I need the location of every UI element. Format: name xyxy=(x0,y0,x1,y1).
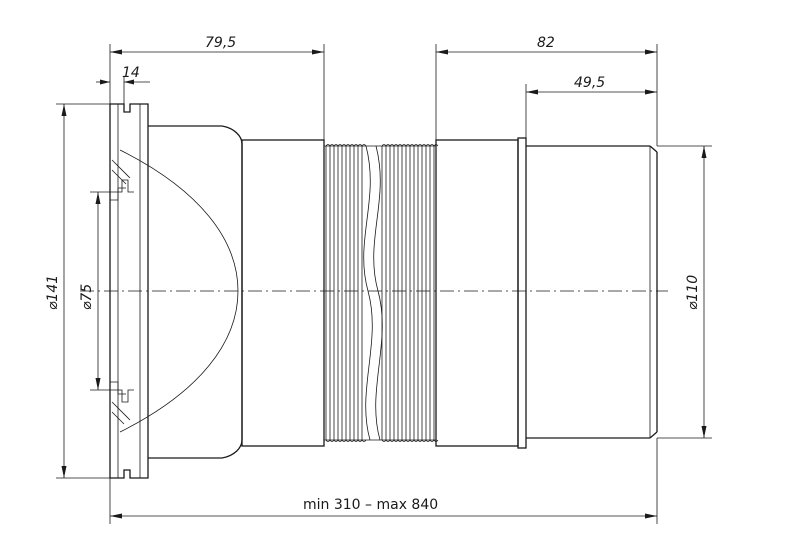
spigot xyxy=(526,145,658,439)
dim-141: ⌀141 xyxy=(45,103,110,479)
dim-14: 14 xyxy=(96,65,150,104)
dim-141-label: ⌀141 xyxy=(45,275,61,310)
dim-49-5: 49,5 xyxy=(525,75,657,138)
collar-ring xyxy=(517,137,527,449)
inner-dome xyxy=(119,149,239,433)
right-sleeve xyxy=(435,139,519,447)
elbow-body xyxy=(148,125,243,459)
dim-110: ⌀110 xyxy=(657,145,712,439)
break-line-right xyxy=(373,145,383,441)
dim-14-label: 14 xyxy=(122,65,140,81)
dim-75: ⌀75 xyxy=(79,191,110,391)
break-line-left xyxy=(363,145,373,441)
dim-79-5-label: 79,5 xyxy=(205,35,236,51)
left-sleeve xyxy=(241,139,325,447)
dim-82: 82 xyxy=(435,35,658,146)
dim-79-5: 79,5 xyxy=(109,35,325,140)
dim-82-label: 82 xyxy=(537,35,555,51)
flange xyxy=(109,103,149,479)
dim-49-5-label: 49,5 xyxy=(574,75,605,91)
dim-75-label: ⌀75 xyxy=(79,284,95,310)
dim-overall-label: min 310 – max 840 xyxy=(303,497,438,513)
bellows xyxy=(324,144,439,442)
dim-overall: min 310 – max 840 xyxy=(109,438,658,524)
dim-110-label: ⌀110 xyxy=(685,275,701,310)
